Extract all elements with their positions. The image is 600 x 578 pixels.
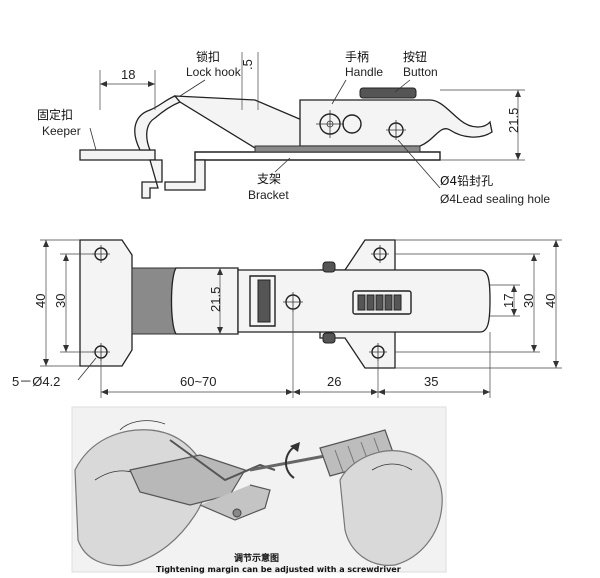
handle-base: [254, 145, 421, 153]
bracket-label-cn: 支架: [257, 172, 281, 186]
lock-hook-label-en: Lock hook: [186, 65, 242, 79]
dim-40-left: 40: [33, 294, 48, 308]
keeper-hook: [134, 95, 182, 151]
dim-18: 18: [121, 67, 135, 82]
holes-callout: 5－Ø4.2: [12, 374, 60, 389]
dim-05: .5: [240, 59, 255, 70]
photo-caption-cn: 调节示意图: [234, 552, 279, 564]
dim-17: 17: [501, 294, 516, 308]
keeper-leg: [141, 159, 163, 199]
adjustment-photo: 调节示意图 Tightening margin can be adjusted …: [71, 406, 447, 574]
keeper-base: [79, 149, 156, 161]
dim-26: 26: [327, 374, 341, 389]
bracket-label-en: Bracket: [248, 188, 289, 202]
dim-21-5-side: 21.5: [506, 108, 521, 133]
dim-60-70: 60~70: [180, 374, 217, 389]
button-label-cn: 按钮: [403, 49, 427, 64]
photo-caption-en: Tightening margin can be adjusted with a…: [156, 565, 401, 574]
button-label-en: Button: [403, 65, 438, 79]
top-view: 40 30 21.5 17 30 40 60~70 26 35 5－Ø4.2: [12, 239, 562, 398]
keeper-label-en: Keeper: [42, 124, 81, 138]
sealing-hole-label-en: Ø4Lead sealing hole: [440, 192, 550, 206]
keeper-plate: [79, 239, 133, 367]
lock-hook-label-cn: 锁扣: [196, 49, 220, 64]
release-button: [352, 290, 412, 315]
pivot-cap-top: [322, 261, 336, 273]
screwdriver-shaft-icon: [249, 454, 326, 472]
handle-link-inner: [257, 279, 271, 323]
bracket-plate: [194, 151, 441, 161]
handle-label-cn: 手柄: [345, 50, 369, 64]
rivet: [342, 114, 362, 134]
keeper-label-cn: 固定扣: [37, 107, 73, 122]
dim-30-left: 30: [53, 294, 68, 308]
handle-label-en: Handle: [345, 65, 383, 79]
dim-40-right: 40: [543, 294, 558, 308]
dim-30-right: 30: [521, 294, 536, 308]
right-hand-icon: [339, 450, 443, 566]
button-knob: [359, 87, 417, 99]
dim-35: 35: [424, 374, 438, 389]
hook-body: [170, 267, 239, 335]
pivot-cap-bottom: [322, 332, 336, 344]
sealing-hole-label-cn: Ø4铅封孔: [440, 174, 493, 188]
bracket-foot: [164, 159, 206, 191]
dim-21-5-top: 21.5: [208, 287, 223, 312]
button-ridges: [357, 294, 402, 311]
handle-link: [249, 275, 276, 327]
side-view: 18 .5 21.5 锁扣 Lock hook 手柄 Handle 按钮 But…: [37, 49, 550, 206]
